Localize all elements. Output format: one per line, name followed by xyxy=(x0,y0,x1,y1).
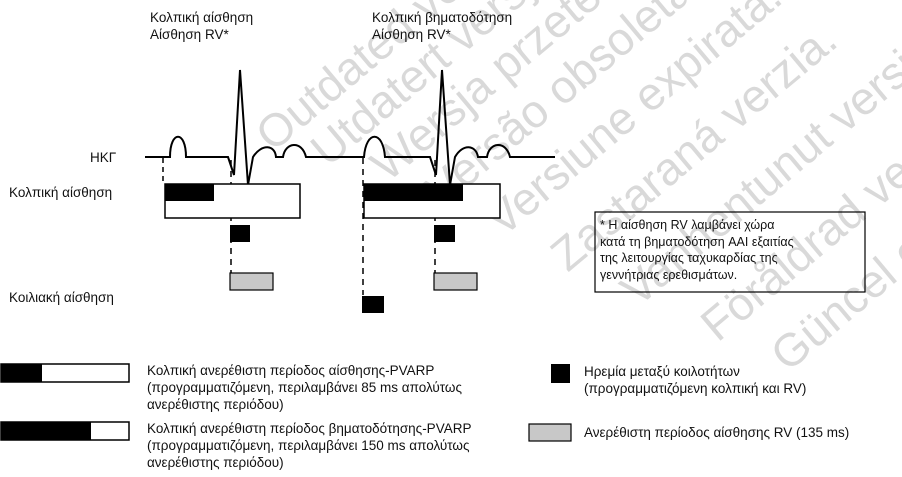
ecg-label: ΗΚΓ xyxy=(90,150,117,165)
legend-swatch-blanking xyxy=(551,364,570,383)
ventricular-sense-marker xyxy=(362,296,384,313)
right-complex-label: Κολπική βηματοδότηση Αίσθηση RV* xyxy=(372,10,513,42)
legend-swatch-fill xyxy=(1,422,91,440)
footnote-text: * Η αίσθηση RV λαμβάνει χώρα κατά τη βημ… xyxy=(600,218,794,282)
legend-swatch-fill xyxy=(1,364,42,382)
rv-refractory-block xyxy=(433,272,478,291)
atrial-sense-label: Κολπική αίσθηση xyxy=(9,185,113,200)
blanking-block xyxy=(230,225,250,242)
ventricular-sense-label: Κοιλιακή αίσθηση xyxy=(9,290,114,305)
legend-paced-pvarp-text: Κολπική ανερέθιστη περίοδος βηματοδότηση… xyxy=(147,421,472,470)
left-complex-label: Κολπική αίσθηση Αίσθηση RV* xyxy=(150,10,254,42)
legend-sensed-pvarp-text: Κολπική ανερέθιστη περίοδος αίσθησης-PVA… xyxy=(147,363,462,412)
blanking-block xyxy=(434,225,455,242)
footnote-box xyxy=(594,211,866,293)
ecg-trace xyxy=(145,69,555,186)
legend-blanking-text: Ηρεμία μεταξύ κοιλοτήτων (προγραμματιζόμ… xyxy=(584,364,807,396)
legend-rv-refractory-text: Ανερέθιστη περίοδος αίσθησης RV (135 ms) xyxy=(584,425,850,440)
legend-swatch-rv-refractory xyxy=(528,423,572,442)
rv-refractory-block xyxy=(229,272,274,291)
absolute-refractory-fill xyxy=(165,184,214,201)
absolute-refractory-fill xyxy=(364,184,463,201)
